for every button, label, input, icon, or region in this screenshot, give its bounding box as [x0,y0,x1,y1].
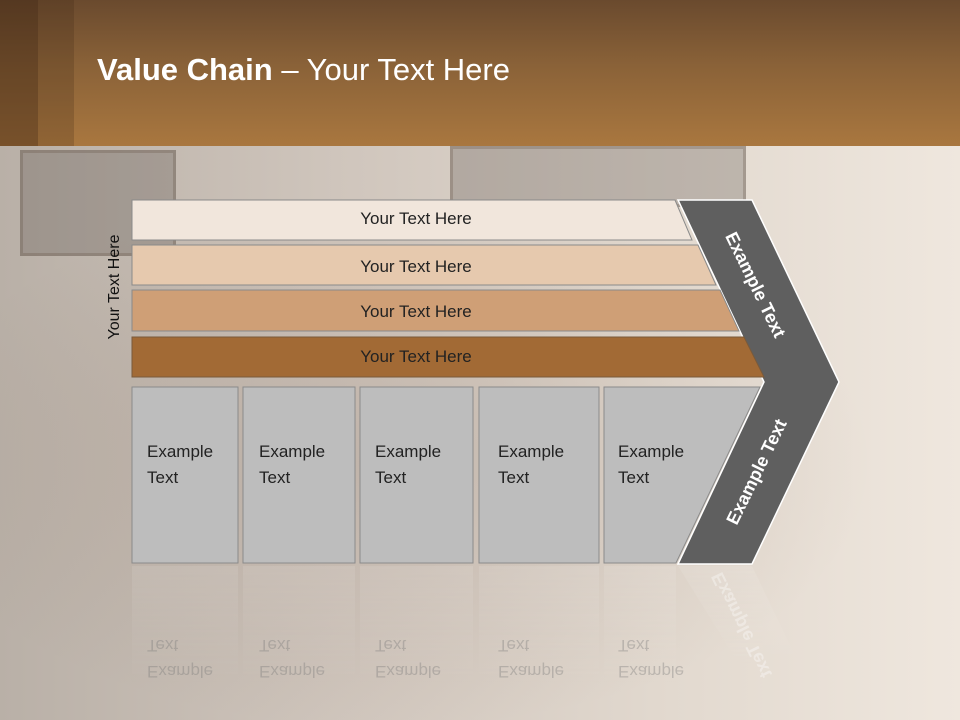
value-chevron[interactable] [676,199,840,565]
header-accent-stripe [0,0,38,146]
box-2-line2: Text [259,468,291,487]
activity-row-1[interactable] [131,199,693,241]
box-4-line1: Example [498,442,565,461]
box-4-label[interactable]: Example Text [498,439,564,491]
box-1-label[interactable]: Example Text [147,439,213,491]
header-accent-stripe [38,0,74,146]
title-rest: – Your Text Here [272,52,510,87]
box-2-line1: Example [259,442,326,461]
box-1-line2: Text [147,468,179,487]
title-bold: Value Chain [97,52,273,87]
activity-box-5[interactable] [603,386,761,564]
box-3-line2: Text [375,468,407,487]
activity-box-3[interactable] [359,386,474,564]
row-1-label[interactable]: Your Text Here [360,209,472,228]
row-4-label[interactable]: Your Text Here [360,347,472,366]
row-2-label[interactable]: Your Text Here [360,257,472,276]
activity-row-2[interactable] [131,244,717,286]
activity-row-4[interactable] [131,336,765,378]
box-1-line1: Example [147,442,214,461]
activity-row-3[interactable] [131,289,740,332]
activity-box-4[interactable] [478,386,600,564]
activity-box-1[interactable] [131,386,239,564]
diagram-reflection [132,566,800,686]
box-5-line1: Example [618,442,685,461]
box-4-line2: Text [498,468,530,487]
activity-box-2[interactable] [242,386,356,564]
row-3-label[interactable]: Your Text Here [360,302,472,321]
slide-title[interactable]: Value Chain – Your Text Here [97,52,510,88]
box-5-line2: Text [618,468,650,487]
title-bar: Value Chain – Your Text Here [0,0,960,146]
box-3-line1: Example [375,442,442,461]
box-5-label[interactable]: Example Text [618,439,684,491]
box-3-label[interactable]: Example Text [375,439,441,491]
side-axis-label[interactable]: Your Text Here [106,234,123,340]
box-2-label[interactable]: Example Text [259,439,325,491]
